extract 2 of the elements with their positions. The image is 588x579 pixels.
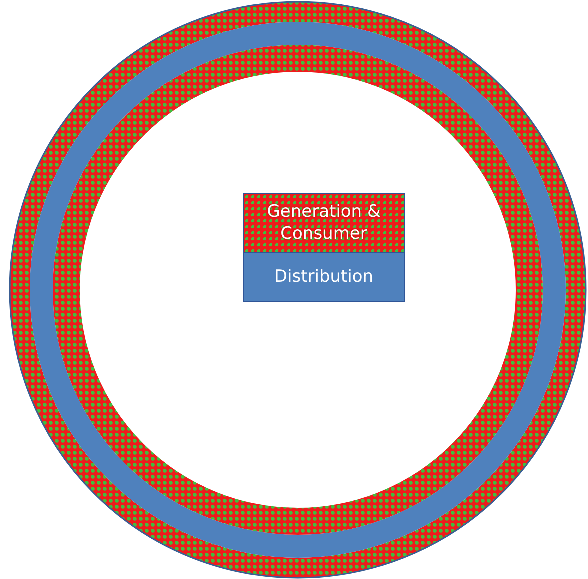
legend-label: Generation & Consumer — [266, 201, 382, 245]
legend-label: Distribution — [273, 266, 375, 288]
